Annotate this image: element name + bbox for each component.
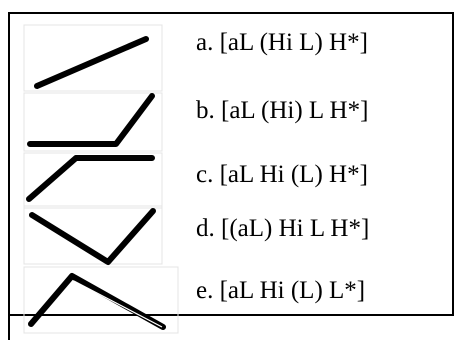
frame-border-bottom	[8, 314, 454, 316]
contour-panel-c	[23, 152, 163, 209]
row-label-c: c. [aL Hi (L) H*]	[196, 161, 368, 188]
contour-e	[28, 273, 166, 330]
contour-d	[29, 208, 156, 265]
row-label-e: e. [aL Hi (L) L*]	[196, 277, 366, 304]
contour-a	[34, 36, 149, 89]
contour-panel-a	[23, 24, 163, 92]
contour-b	[27, 93, 155, 147]
contour-c	[26, 155, 155, 202]
frame-border-top	[8, 12, 454, 14]
contour-e-highlight	[73, 280, 163, 328]
row-label-a: a. [aL (Hi L) H*]	[196, 29, 368, 56]
contour-panel-e	[23, 266, 179, 334]
row-label-d: d. [(aL) Hi L H*]	[196, 215, 370, 242]
frame-border-right	[452, 12, 454, 316]
row-label-b: b. [aL (Hi) L H*]	[196, 97, 369, 124]
frame-border-left	[8, 12, 10, 340]
contour-panel-d	[23, 205, 163, 265]
contour-panel-b	[23, 92, 163, 152]
